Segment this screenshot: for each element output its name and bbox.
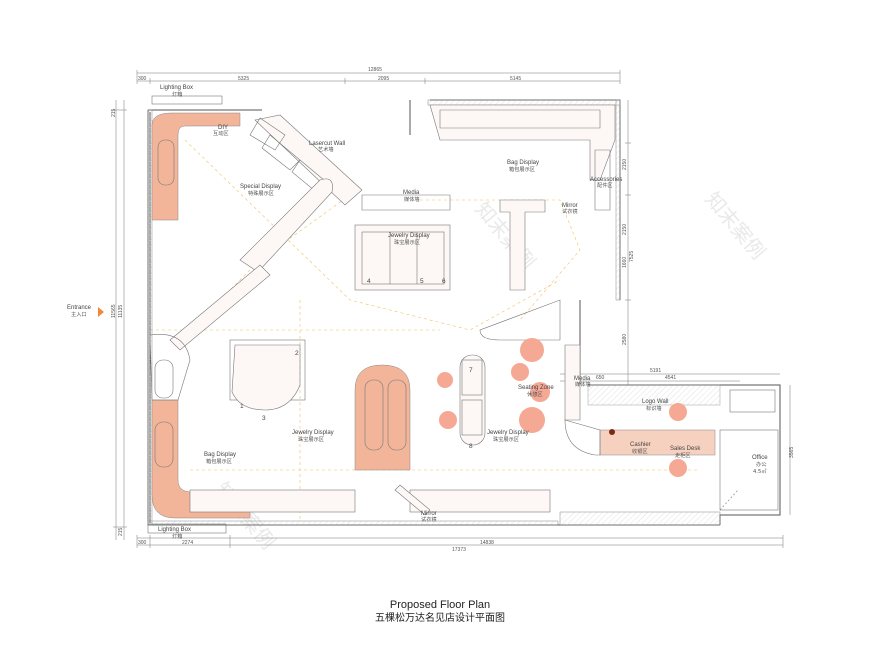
plan-caption: Proposed Floor Plan 五棵松万达名见店设计平面图	[0, 598, 880, 626]
cashier-label: Cashier	[630, 442, 651, 448]
fixture-number: 3	[262, 415, 266, 422]
salmon-fixtures	[151, 112, 716, 519]
sales-desk-label: Sales Desk	[670, 446, 701, 452]
special-display-label-cn: 特殊展示区	[248, 189, 274, 197]
dim-right-b: 2150	[622, 224, 628, 235]
accessories-label: Accessories	[590, 177, 622, 183]
entrance-label-cn: 主入口	[71, 310, 87, 318]
cashier-counter	[599, 429, 716, 456]
lighting-box-top-label: Lighting Box	[160, 85, 193, 91]
dimension-lines	[113, 70, 791, 548]
jewelry-right-label-cn: 珠宝展示区	[493, 435, 519, 443]
dim-right-a: 2150	[622, 159, 628, 170]
mirror-top-label-cn: 试衣镜	[562, 207, 578, 215]
dim-top-d: 5145	[510, 76, 521, 82]
jewelry-right-label: Jewelry Display	[487, 430, 529, 436]
dim-left-b: 11135	[118, 305, 124, 318]
lighting-boxes	[147, 95, 227, 534]
caption-title-en: Proposed Floor Plan	[389, 599, 491, 611]
cashier-label-cn: 收银区	[632, 447, 648, 455]
bag-display-bottom-label: Bag Display	[204, 452, 236, 458]
dim-top-b: 5325	[238, 76, 249, 82]
seating-zone-label-cn: 休憩区	[527, 390, 543, 398]
center-round-display	[354, 364, 411, 471]
dim-mid-a: 5191	[650, 368, 661, 374]
accessories-label-cn: 配件区	[597, 181, 613, 189]
mirror-top-label: Mirror	[562, 203, 578, 209]
seating-circles	[437, 338, 687, 477]
fixture-numbers: 1 2 3 4 5 6 7 8	[240, 278, 473, 450]
dim-mid-b: 4541	[665, 375, 676, 381]
dim-top-c: 2095	[378, 76, 389, 82]
office-label: Office	[752, 455, 768, 461]
media-top-label: Media	[403, 190, 420, 196]
sales-desk-label-cn: 走柜区	[675, 451, 691, 459]
bag-display-top-label: Bag Display	[507, 160, 539, 166]
bag-display-top-label-cn: 箱包展示区	[509, 165, 535, 173]
entrance-label: Entrance	[67, 305, 92, 311]
zone-labels: Lighting Box 灯箱 DIY 互动区 Lasercut Wall 艺术…	[67, 85, 768, 540]
fixture-number: 1	[240, 403, 244, 410]
caption-title-cn: 五棵松万达名见店设计平面图	[375, 613, 505, 624]
dim-top-total: 12865	[368, 67, 382, 73]
dim-bottom-b: 14838	[480, 540, 494, 546]
fixture-number: 2	[295, 350, 299, 357]
dim-left-d: 215	[118, 527, 124, 536]
entrance-marker-icon	[98, 307, 104, 317]
dim-mid-c: 650	[596, 375, 605, 381]
dim-left-c: 11565	[111, 304, 117, 318]
media-top-label-cn: 媒体墙	[404, 195, 420, 203]
jewelry-top-label-cn: 珠宝展示区	[394, 238, 420, 246]
dimension-labels: 12865 300 5325 2095 5145 17373 14838 300…	[111, 67, 795, 553]
jewelry-mid-label: Jewelry Display	[292, 430, 334, 436]
lighting-box-bottom-label: Lighting Box	[158, 527, 191, 533]
media-right-label: Media	[574, 376, 591, 382]
hatched-walls	[147, 99, 721, 526]
cabinets	[149, 104, 776, 516]
logo-wall-label-cn: 标识墙	[646, 404, 662, 412]
logo-wall-label: Logo Wall	[642, 399, 668, 405]
watermark: 知末案例	[700, 187, 770, 264]
office-area: 4.5㎡	[753, 467, 767, 475]
dim-bottom-c: 2274	[182, 540, 193, 546]
left-top-curved-counter	[151, 112, 241, 221]
jewelry-mid-label-cn: 珠宝展示区	[298, 435, 324, 443]
building-walls	[147, 99, 781, 526]
media-right-label-cn: 媒体墙	[575, 380, 591, 388]
jewelry-top-label: Jewelry Display	[388, 233, 430, 239]
lasercut-label-cn: 艺术墙	[318, 145, 334, 153]
dim-right-c: 7525	[629, 251, 635, 262]
special-display-label: Special Display	[240, 184, 281, 190]
dim-bottom-total: 17373	[452, 547, 466, 553]
seating-zone-label: Seating Zone	[518, 385, 554, 391]
mirror-bottom-label-cn: 试衣镜	[421, 515, 437, 523]
lighting-box-bottom-label-cn: 灯箱	[172, 532, 182, 540]
bag-display-bottom-label-cn: 箱包展示区	[206, 457, 232, 465]
fixture-number: 4	[367, 278, 371, 285]
entrance-arrow-icon	[98, 307, 104, 317]
fixture-number: 7	[469, 367, 473, 374]
mirror-bottom-label: Mirror	[421, 511, 437, 517]
cashier-marker-icon	[609, 429, 615, 435]
fixture-number: 5	[420, 278, 424, 285]
diy-label: DIY	[218, 125, 228, 131]
dim-right-d: 1660	[622, 257, 628, 268]
dim-top-a: 300	[138, 76, 147, 82]
diy-label-cn: 互动区	[213, 130, 229, 137]
lighting-box-top-label-cn: 灯箱	[172, 90, 182, 98]
dim-left-a: 215	[111, 108, 117, 117]
dim-bottom-a: 300	[138, 540, 147, 546]
office-label-cn: 办公	[756, 460, 766, 468]
lasercut-label: Lasercut Wall	[309, 141, 345, 147]
office-room	[719, 429, 779, 511]
dim-right-f: 3565	[789, 447, 795, 458]
fixture-number: 6	[442, 278, 446, 285]
dim-right-e: 2580	[622, 334, 628, 345]
fixture-number: 8	[469, 443, 473, 450]
